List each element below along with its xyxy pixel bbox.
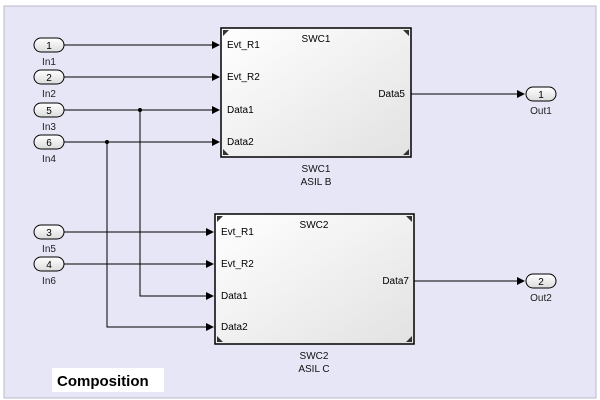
inport-number: 4	[46, 260, 52, 271]
inport-number: 1	[46, 41, 52, 52]
inport-2[interactable]: 2 In2	[33, 69, 65, 100]
block-input-port-label: Data2	[221, 322, 248, 333]
branch-point	[105, 140, 109, 144]
outport-number: 1	[538, 90, 544, 101]
inport-label: In2	[42, 89, 56, 100]
block-input-port-label: Evt_R2	[227, 72, 260, 83]
block-output-port-label: Data5	[378, 89, 405, 100]
block-body[interactable]	[220, 27, 412, 158]
inport-4[interactable]: 6 In4	[33, 134, 65, 165]
block-input-port-label: Evt_R2	[221, 259, 254, 270]
line-in3-branch[interactable]	[139, 110, 214, 300]
inport-number: 5	[46, 106, 52, 117]
branch-point	[138, 108, 142, 112]
composition-title: Composition	[57, 373, 149, 390]
composition-label-box	[52, 368, 164, 392]
outport-label: Out2	[530, 293, 552, 304]
block-input-port-label: Evt_R1	[221, 227, 254, 238]
inport-5[interactable]: 3 In5	[33, 224, 65, 255]
block-output-port-label: Data7	[382, 276, 409, 287]
inport-label: In1	[42, 57, 56, 68]
outport-1[interactable]: 1 Out1	[525, 86, 557, 117]
block-input-port-label: Data1	[227, 105, 254, 116]
outport-number: 2	[538, 277, 544, 288]
inport-number: 2	[46, 73, 52, 84]
inport-label: In5	[42, 244, 56, 255]
outport-label: Out1	[530, 106, 552, 117]
outport-2[interactable]: 2 Out2	[525, 273, 557, 304]
block-title: SWC1	[302, 34, 331, 45]
block-caption-name: SWC2	[300, 351, 329, 362]
block-body[interactable]	[214, 213, 415, 345]
block-swc2[interactable]: SWC2 Evt_R1 Evt_R2 Data1 Data2 Data7	[214, 213, 415, 345]
inport-number: 6	[46, 138, 52, 149]
block-input-port-label: Evt_R1	[227, 40, 260, 51]
block-caption-name: SWC1	[302, 164, 331, 175]
inport-number: 3	[46, 228, 52, 239]
line-in4-branch[interactable]	[106, 142, 214, 331]
block-title: SWC2	[300, 220, 329, 231]
inport-label: In6	[42, 276, 56, 287]
block-input-port-label: Data1	[221, 291, 248, 302]
block-caption-asil: ASIL B	[301, 177, 332, 188]
inport-3[interactable]: 5 In3	[33, 102, 65, 133]
inport-6[interactable]: 4 In6	[33, 256, 65, 287]
block-caption-asil: ASIL C	[298, 364, 329, 375]
inport-1[interactable]: 1 In1	[33, 37, 65, 68]
inport-label: In3	[42, 122, 56, 133]
inport-label: In4	[42, 154, 56, 165]
block-input-port-label: Data2	[227, 137, 254, 148]
block-swc1[interactable]: SWC1 Evt_R1 Evt_R2 Data1 Data2 Data5	[220, 27, 412, 158]
